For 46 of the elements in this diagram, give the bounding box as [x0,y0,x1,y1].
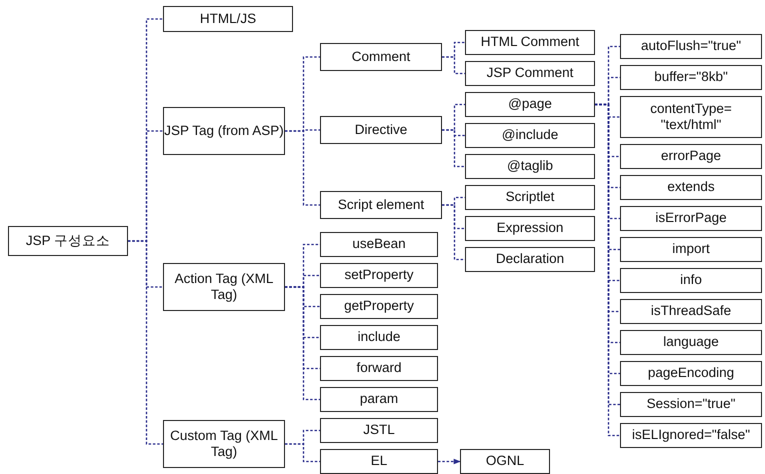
node-box: Session="true" [620,392,762,417]
connector-line [128,240,163,445]
node-box: contentType= "text/html" [620,96,762,138]
node-box: isThreadSafe [620,299,762,324]
node-box: useBean [320,232,438,257]
connector-line [442,204,465,260]
node-box: JSP Tag (from ASP) [163,107,285,155]
node-box: errorPage [620,144,762,169]
node-box: @include [465,123,595,148]
node-box: buffer="8kb" [620,65,762,90]
connector-line [285,130,320,206]
node-box: Declaration [465,247,595,272]
node-box: autoFlush="true" [620,34,762,59]
connector-line [442,56,465,74]
node-box: Action Tag (XML Tag) [163,263,285,311]
node-box: Expression [465,216,595,241]
node-box: isELIgnored="false" [620,423,762,448]
node-box: language [620,330,762,355]
node-box: getProperty [320,294,438,319]
arrow [438,458,461,464]
connector-line [442,129,465,168]
node-box: Directive [320,116,442,144]
node-box: @taglib [465,154,595,179]
node-box: extends [620,175,762,200]
node-box: JSP 구성요소 [8,226,128,256]
node-box: OGNL [460,449,550,474]
node-box: Custom Tag (XML Tag) [163,420,285,468]
node-box: info [620,268,762,293]
node-box: HTML Comment [465,30,595,55]
connector-line [285,286,320,400]
node-box: Script element [320,191,442,219]
node-box: param [320,387,438,412]
node-box: JSTL [320,418,438,443]
node-box: HTML/JS [163,6,293,32]
node-box: import [620,237,762,262]
node-box: forward [320,356,438,381]
node-box: include [320,325,438,350]
node-box: pageEncoding [620,361,762,386]
connector-line [285,443,320,462]
node-box: @page [465,92,595,117]
node-box: JSP Comment [465,61,595,86]
node-box: Comment [320,43,442,71]
node-box: isErrorPage [620,206,762,231]
node-box: setProperty [320,263,438,288]
node-box: EL [320,449,438,474]
node-box: Scriptlet [465,185,595,210]
